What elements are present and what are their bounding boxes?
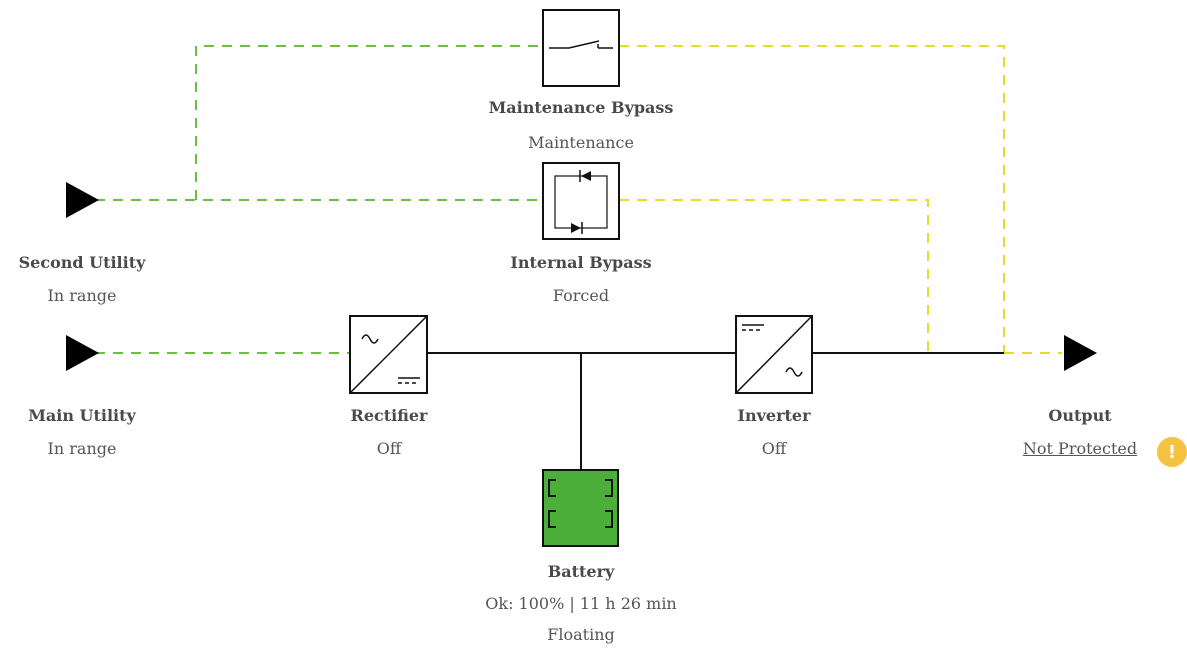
second-utility-path [95, 45, 543, 354]
maintenance-bypass-box[interactable] [542, 9, 620, 87]
dc-bus [427, 352, 1004, 470]
output-status-link[interactable]: Not Protected [1022, 439, 1138, 458]
rectifier-box[interactable] [349, 315, 428, 394]
maintenance-bypass-status: Maintenance [528, 133, 634, 152]
main-utility-status: In range [47, 439, 117, 458]
maintenance-input-line [195, 45, 543, 200]
battery-box[interactable] [542, 469, 619, 547]
internal-bypass-name: Internal Bypass [510, 253, 652, 272]
warning-icon[interactable]: ! [1157, 437, 1187, 467]
internal-bypass-output-line [619, 199, 929, 353]
main-utility-name: Main Utility [28, 406, 136, 425]
battery-status: Ok: 100% | 11 h 26 min [485, 594, 677, 613]
internal-bypass-box[interactable] [542, 162, 620, 240]
inverter-name: Inverter [737, 406, 811, 425]
output-name: Output [1048, 406, 1112, 425]
second-utility-arrow-icon [66, 182, 99, 218]
dc-symbol-icon [742, 324, 764, 331]
ac-wave-icon [785, 367, 803, 377]
output-arrow-icon [1064, 335, 1097, 371]
main-utility-arrow-icon [66, 335, 99, 371]
dc-symbol-icon [398, 377, 420, 384]
battery-name: Battery [547, 562, 615, 581]
maintenance-output-line [619, 45, 1005, 353]
battery-mode: Floating [547, 625, 615, 644]
rectifier-status: Off [376, 439, 402, 458]
second-utility-name: Second Utility [18, 253, 146, 272]
bypass-output-path [619, 45, 1062, 354]
thyristor-icon [571, 170, 591, 234]
rectifier-name: Rectifier [350, 406, 428, 425]
maintenance-bypass-name: Maintenance Bypass [488, 98, 674, 117]
inverter-box[interactable] [735, 315, 813, 394]
ac-wave-icon [361, 334, 379, 344]
battery-cells-icon [548, 479, 613, 528]
internal-bypass-status: Forced [552, 286, 610, 305]
second-utility-status: In range [47, 286, 117, 305]
inverter-status: Off [761, 439, 787, 458]
switch-icon [549, 40, 600, 49]
